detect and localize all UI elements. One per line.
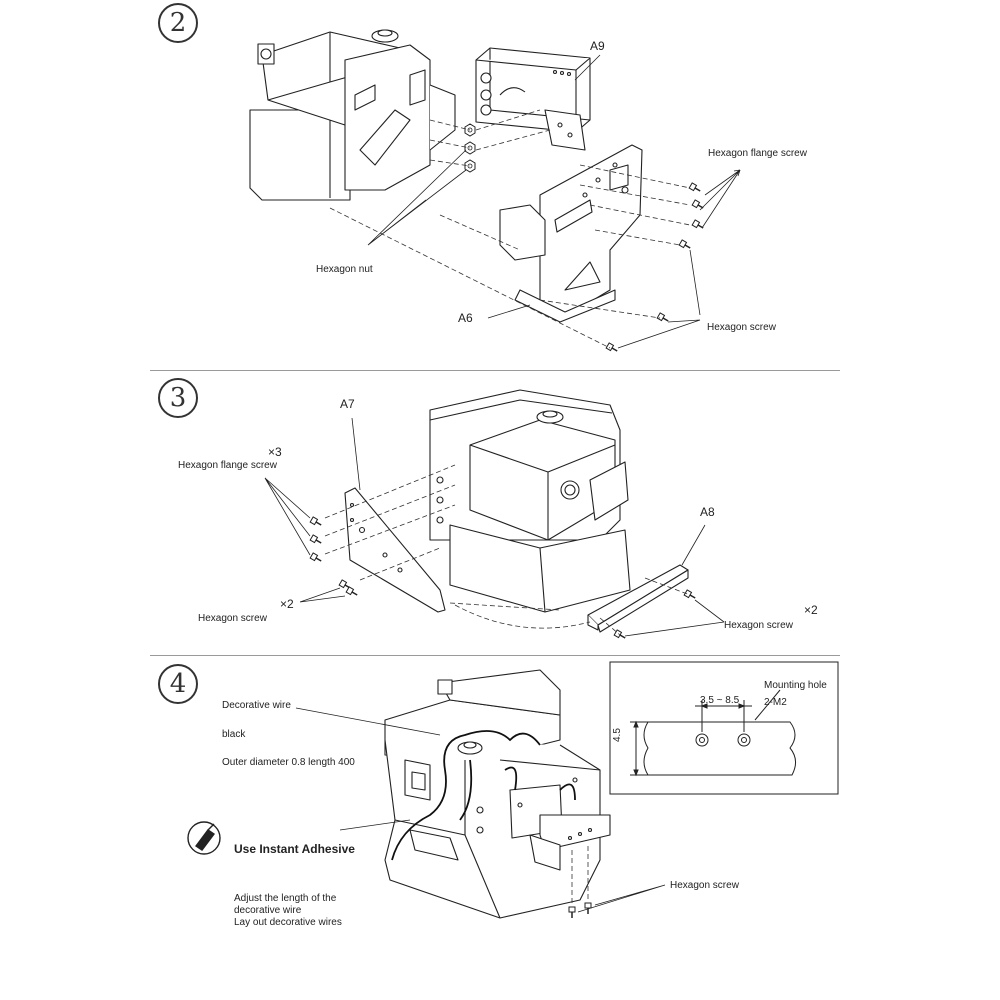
label-adjust-2: decorative wire (234, 905, 302, 916)
step-number-3: 3 (158, 378, 198, 418)
label-outer-diameter: Outer diameter 0.8 length 400 (222, 757, 355, 768)
step-number-4: 4 (158, 664, 198, 704)
step2-guide-lines (329, 109, 691, 349)
separator-1 (150, 370, 840, 371)
label-black: black (222, 729, 246, 740)
inset-mounting-hole: Mounting hole (764, 680, 827, 691)
step4-decorative-wire (391, 730, 576, 861)
inset-height: 4.5 (612, 728, 623, 742)
step3-guide-lines (324, 464, 691, 636)
label-lay-out: Lay out decorative wires (234, 917, 342, 928)
label-a8: A8 (700, 505, 715, 519)
label-a9: A9 (590, 39, 605, 53)
label-a6: A6 (458, 311, 473, 325)
label-x2-right: ×2 (804, 603, 818, 617)
step3-bracket-a7 (344, 487, 446, 613)
inset-spacing: 3.5 ~ 8.5 (700, 695, 740, 706)
label-hex-screw: Hexagon screw (670, 880, 739, 891)
label-x2-left: ×2 (280, 597, 294, 611)
step2-leader-lines (367, 54, 741, 349)
label-a7: A7 (340, 397, 355, 411)
step4-guide-lines (571, 846, 589, 905)
step2-bracket-a6 (499, 144, 643, 323)
label-hex-screw-right: Hexagon screw (724, 620, 793, 631)
separator-2 (150, 655, 840, 656)
label-hex-nut: Hexagon nut (316, 264, 373, 275)
label-hex-screw-left: Hexagon screw (198, 613, 267, 624)
label-adhesive: Use Instant Adhesive (234, 842, 355, 856)
adhesive-bottle-icon (187, 821, 221, 855)
label-flange-screw: Hexagon flange screw (708, 148, 807, 159)
step2-bracket-a9 (475, 47, 591, 151)
label-adjust-1: Adjust the length of the (234, 893, 337, 904)
step3-leader-lines (264, 417, 725, 637)
mounting-hole-inset (609, 661, 839, 795)
label-x3: ×3 (268, 445, 282, 459)
step2-tank-assembly (249, 29, 456, 201)
step4-tank-assembly (384, 669, 611, 919)
step3-tank-assembly (429, 389, 631, 613)
step-number-2: 2 (158, 3, 198, 43)
label-flange-screw: Hexagon flange screw (178, 460, 277, 471)
label-hex-screw: Hexagon screw (707, 322, 776, 333)
step4-leader-lines (295, 707, 666, 913)
inset-thread: 2-M2 (764, 697, 787, 708)
label-decorative-wire: Decorative wire (222, 700, 291, 711)
step3-rail-a8 (587, 564, 689, 633)
step4-fasteners (568, 902, 592, 919)
